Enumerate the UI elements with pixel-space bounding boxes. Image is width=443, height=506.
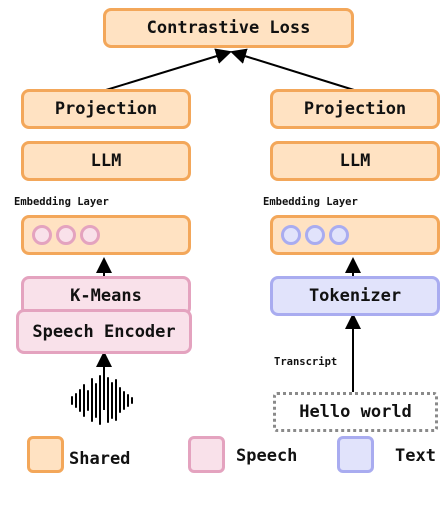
- left-projection-box: Projection: [21, 89, 191, 129]
- speech-token-circle: [80, 225, 100, 245]
- speech-token-circle: [32, 225, 52, 245]
- right-llm-box: LLM: [270, 141, 440, 181]
- legend-speech-label: Speech: [236, 446, 298, 466]
- legend-text-label: Text: [395, 446, 436, 466]
- left-llm-box: LLM: [21, 141, 191, 181]
- right-projection-box: Projection: [270, 89, 440, 129]
- speech-encoder-box: Speech Encoder: [16, 309, 192, 354]
- legend-text-swatch: [337, 436, 374, 473]
- contrastive-loss-box: Contrastive Loss: [103, 8, 354, 48]
- text-token-circle: [329, 225, 349, 245]
- waveform-icon: [71, 375, 133, 425]
- left-embedding-label: Embedding Layer: [14, 196, 109, 208]
- text-token-circle: [281, 225, 301, 245]
- left-embedding-box: [21, 215, 191, 255]
- speech-token-circle: [56, 225, 76, 245]
- legend-shared-swatch: [27, 436, 64, 473]
- text-token-circle: [305, 225, 325, 245]
- arrow-left-to-loss: [105, 48, 232, 91]
- transcript-text-box: Hello world: [273, 392, 438, 432]
- legend-speech-swatch: [188, 436, 225, 473]
- right-embedding-box: [270, 215, 440, 255]
- tokenizer-box: Tokenizer: [270, 276, 440, 316]
- right-embedding-label: Embedding Layer: [263, 196, 358, 208]
- arrow-right-to-loss: [230, 48, 355, 91]
- transcript-label: Transcript: [274, 356, 338, 368]
- legend-shared-label: Shared: [69, 449, 131, 469]
